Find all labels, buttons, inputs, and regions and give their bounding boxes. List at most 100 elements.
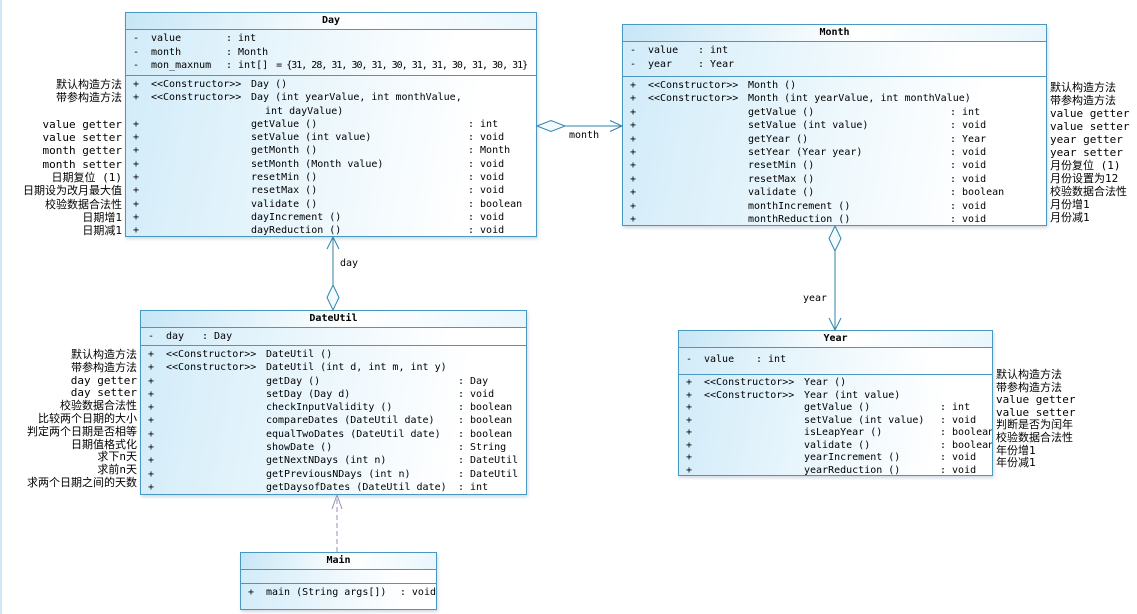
attribute-name: year <box>648 58 673 70</box>
annotation-line: 日期设为改月最大值 <box>23 184 122 198</box>
method-return-type: : void <box>950 200 987 212</box>
method-signature: yearReduction () <box>804 464 901 476</box>
method-signature: dayIncrement () <box>251 211 342 223</box>
method-row: +<<Constructor>>Year (int value) <box>679 390 992 403</box>
method-signature: getPreviousNDays (int n) <box>266 468 411 480</box>
stereotype-label <box>166 454 266 467</box>
stereotype-label <box>151 211 251 224</box>
method-row: +<<Constructor>>Month () <box>623 79 1046 92</box>
method-return-type: : void <box>950 173 987 185</box>
annotation-line: month setter <box>42 157 122 171</box>
visibility-marker: + <box>133 145 140 157</box>
visibility-marker: + <box>133 79 140 90</box>
method-return-type <box>950 79 1046 92</box>
stereotype-label <box>704 465 804 476</box>
annotation-line: 月份设置为12 <box>1050 172 1119 185</box>
class-box-dateutil[interactable]: DateUtil -day: Day +<<Constructor>>DateU… <box>140 310 527 495</box>
aggregation-dateutil-day[interactable] <box>326 235 340 312</box>
method-return-type: : void <box>950 214 987 226</box>
open-arrow-icon <box>331 493 343 510</box>
method-row: +main (String args[]): void <box>241 586 436 600</box>
method-return-type: : void <box>458 388 495 400</box>
method-row: +getDaysofDates (DateUtil date): int <box>141 481 526 494</box>
method-signature: resetMin () <box>748 160 815 172</box>
stereotype-label: <<Constructor>> <box>166 349 257 360</box>
visibility-marker <box>126 105 151 118</box>
class-box-day[interactable]: Day -value: int-month: Month-mon_maxnum:… <box>125 12 537 237</box>
stereotype-label <box>704 427 804 440</box>
visibility-marker: + <box>148 402 155 414</box>
method-row: +equalTwoDates (DateUtil date): boolean <box>141 428 526 441</box>
stereotype-label <box>166 468 266 481</box>
edge-label-day: day <box>340 258 359 269</box>
stereotype-label <box>648 159 748 172</box>
annotation-line: value setter <box>996 405 1076 419</box>
attribute-name: value <box>151 33 182 44</box>
method-return-type: : DateUtil <box>458 468 519 480</box>
method-return-type <box>468 91 536 104</box>
visibility-marker: + <box>630 200 637 212</box>
method-signature: equalTwoDates (DateUtil date) <box>266 428 441 440</box>
annotation-line: value setter <box>42 131 122 145</box>
method-return-type: : void <box>940 452 977 463</box>
method-row: +resetMin (): void <box>623 159 1046 172</box>
method-row: + <<Constructor>> Day () <box>126 78 536 91</box>
method-signature: getMonth () <box>251 145 318 157</box>
stereotype-label <box>648 186 748 199</box>
method-row: +setValue (int value): void <box>126 131 536 144</box>
attribute-default-value: = {31, 28, 31, 30, 31, 30, 31, 31, 30, 3… <box>276 60 528 71</box>
visibility-marker: + <box>630 133 637 145</box>
annotation-line: 校验数据合法性 <box>1050 185 1127 198</box>
method-row: +getValue (): int <box>623 106 1046 119</box>
method-signature: getValue () <box>748 106 815 118</box>
method-row: +validate (): boolean <box>679 440 992 453</box>
method-return-type: : void <box>950 160 987 172</box>
stereotype-label <box>704 440 804 453</box>
method-signature: checkInputValidity () <box>266 402 393 414</box>
method-return-type: : int <box>950 106 981 118</box>
visibility-marker: + <box>133 118 140 130</box>
methods-compartment-main: +main (String args[]): void <box>241 584 436 609</box>
visibility-marker: + <box>148 349 155 360</box>
visibility-marker: + <box>630 187 637 199</box>
stereotype-label: <<Constructor>> <box>704 389 795 401</box>
method-row: +setValue (int value): void <box>679 415 992 428</box>
class-title-month: Month <box>623 25 1046 42</box>
attribute-name: day <box>166 331 185 342</box>
method-signature: setDay (Day d) <box>266 388 351 400</box>
attribute-row: -mon_maxnum: int[]= {31, 28, 31, 30, 31,… <box>126 59 536 73</box>
method-row: +getValue (): int <box>126 118 536 131</box>
method-row: +setDay (Day d): void <box>141 388 526 401</box>
visibility-marker: + <box>686 439 693 451</box>
method-return-type: : void <box>950 120 987 132</box>
method-row: +resetMax (): void <box>126 184 536 197</box>
method-return-type: : int <box>940 402 971 413</box>
method-return-type: : Month <box>468 145 511 157</box>
annotation-line: year getter <box>1050 133 1123 146</box>
visibility-marker: + <box>133 211 140 223</box>
method-signature: resetMin () <box>251 172 318 184</box>
stereotype-label <box>166 401 266 414</box>
method-signature: Day () <box>251 79 288 90</box>
annotation-line: value setter <box>1050 120 1130 133</box>
method-signature: compareDates (DateUtil date) <box>266 415 435 427</box>
method-signature: setValue (int value) <box>748 120 869 132</box>
method-signature: getValue () <box>804 402 871 413</box>
class-box-year[interactable]: Year -value: int +<<Constructor>>Year ()… <box>678 330 993 476</box>
annotation-line: value getter <box>1050 107 1130 120</box>
class-box-month[interactable]: Month -value: int-year: Year +<<Construc… <box>622 24 1047 226</box>
method-return-type: : int <box>468 118 499 130</box>
attributes-compartment-main <box>241 570 436 584</box>
visibility-marker: - <box>686 354 693 365</box>
method-return-type: : boolean <box>458 402 513 414</box>
dependency-main-dateutil[interactable] <box>331 493 343 552</box>
canvas-left-edge <box>0 0 2 614</box>
aggregation-month-year[interactable] <box>828 224 842 332</box>
method-return-type: : Year <box>950 133 987 145</box>
method-signature: Month () <box>748 80 797 91</box>
class-box-main[interactable]: Main +main (String args[]): void <box>240 552 437 610</box>
annotation-line: 年份减1 <box>996 456 1036 470</box>
method-signature: isLeapYear () <box>804 427 883 438</box>
stereotype-label: <<Constructor>> <box>151 79 242 90</box>
stereotype-label <box>648 173 748 186</box>
